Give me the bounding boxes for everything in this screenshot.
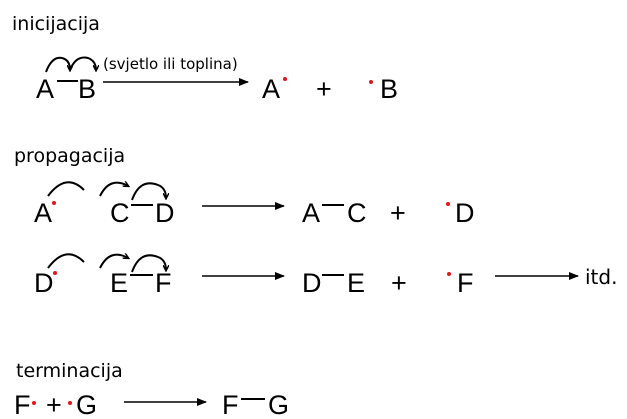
atom-label: E [347, 268, 365, 298]
atom-label: A [34, 198, 52, 228]
fishhook-arrow [99, 183, 128, 197]
atom-label: C [347, 198, 367, 228]
atom-label: D [34, 268, 54, 298]
plus-sign: + [391, 268, 407, 298]
plus-sign: + [316, 74, 332, 104]
radical-dot [446, 202, 450, 206]
atom-label: F [155, 268, 172, 298]
atom-label: B [380, 74, 398, 104]
radical-dot [447, 272, 451, 276]
radical-dot [52, 201, 56, 205]
fishhook-arrow [131, 182, 166, 201]
fishhook-arrow [131, 254, 166, 273]
atom-label: E [110, 268, 128, 298]
radical-dot [369, 80, 373, 84]
radical-dot [68, 401, 72, 405]
radical-dot [53, 271, 57, 275]
propagation-title: propagacija [14, 145, 125, 167]
atom-label: B [78, 74, 96, 104]
atom-label: A [302, 198, 320, 228]
atom-label: C [110, 198, 130, 228]
continuation-label: itd. [585, 265, 617, 289]
radical-dot [32, 401, 36, 405]
atom-label: D [155, 198, 175, 228]
plus-sign: + [390, 198, 406, 228]
plus-sign: + [46, 390, 62, 419]
atom-label: F [222, 390, 239, 419]
initiation-title: inicijacija [12, 13, 100, 35]
fishhook-arrow [45, 56, 70, 73]
atom-label: F [14, 390, 31, 419]
fishhook-arrow [47, 181, 85, 197]
atom-label: A [36, 74, 54, 104]
fishhook-arrow [69, 56, 96, 71]
atom-label: D [455, 198, 475, 228]
reaction-condition: (svjetlo ili toplina) [103, 55, 238, 73]
atom-label: F [457, 268, 474, 298]
fishhook-arrow [47, 253, 85, 269]
radical-dot [283, 77, 287, 81]
fishhook-arrow [99, 255, 128, 269]
termination-title: terminacija [16, 360, 123, 382]
atom-label: D [302, 268, 322, 298]
atom-label: G [76, 390, 97, 419]
atom-label: A [262, 74, 280, 104]
atom-label: G [268, 390, 289, 419]
